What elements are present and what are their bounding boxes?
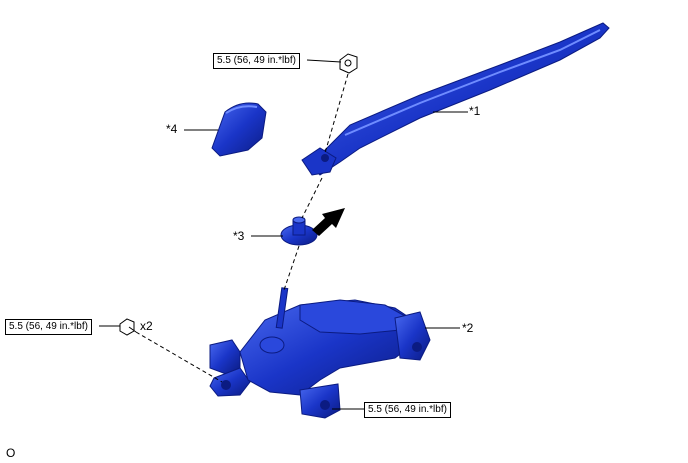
wiper-arm	[301, 22, 610, 176]
corner-mark: O	[6, 446, 16, 460]
assembly-line-bolt	[135, 331, 223, 383]
wiper-head-cap	[211, 102, 267, 157]
torque-spec-bracket-bolt: 5.5 (56, 49 in.*lbf)	[364, 402, 451, 418]
motor-bolt	[119, 318, 137, 336]
callout-motor: *2	[462, 321, 474, 335]
assembly-line-shaft-upper	[301, 177, 323, 219]
callout-arm: *1	[469, 104, 481, 118]
callout-cap-seal: *3	[233, 229, 245, 243]
callout-head-cap: *4	[166, 122, 178, 136]
wiper-motor	[209, 287, 431, 419]
attention-arrow	[312, 208, 345, 236]
quantity-label: x2	[140, 319, 153, 333]
wiper-arm-nut	[339, 53, 358, 74]
leader-nut	[306, 59, 342, 63]
torque-spec-nut: 5.5 (56, 49 in.*lbf)	[213, 53, 300, 69]
assembly-line-shaft-lower	[283, 245, 300, 291]
cap-seal	[280, 216, 318, 246]
torque-spec-bolt: 5.5 (56, 49 in.*lbf)	[5, 319, 92, 335]
